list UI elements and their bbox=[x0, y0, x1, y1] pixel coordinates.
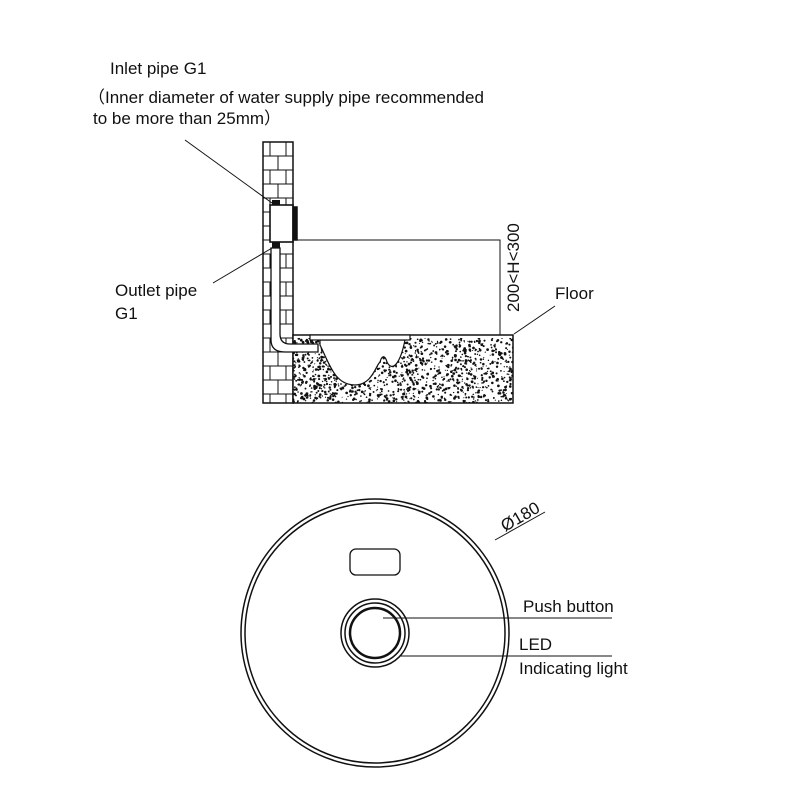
inlet-note-line1: （Inner diameter of water supply pipe rec… bbox=[88, 88, 484, 107]
inlet-note-line2: to be more than 25mm） bbox=[93, 109, 281, 128]
inlet-title: Inlet pipe G1 bbox=[110, 59, 206, 78]
led-label-line1: LED bbox=[519, 635, 552, 654]
outlet-joint bbox=[272, 242, 280, 248]
floor-label: Floor bbox=[555, 284, 594, 303]
side-view bbox=[184, 139, 556, 404]
sensor-window bbox=[349, 548, 401, 576]
drain-cavity bbox=[319, 339, 406, 386]
front-view bbox=[240, 498, 612, 768]
led-ring-inner bbox=[344, 602, 406, 664]
push-button-label: Push button bbox=[523, 597, 614, 616]
inlet-leader-line bbox=[184, 139, 273, 204]
push-button bbox=[348, 606, 402, 660]
floor-leader-line bbox=[513, 305, 556, 335]
led-label-line2: Indicating light bbox=[519, 659, 628, 678]
cover-plate bbox=[292, 206, 298, 241]
height-dimension-line bbox=[297, 239, 501, 335]
diameter-label: Ø180 bbox=[498, 498, 544, 535]
led-ring-outer bbox=[340, 598, 410, 668]
valve-box bbox=[269, 204, 294, 243]
concrete-floor bbox=[292, 334, 514, 404]
outer-rim bbox=[240, 498, 510, 768]
outlet-pipe bbox=[270, 247, 319, 353]
outlet-label-line2: G1 bbox=[115, 304, 138, 323]
drain-plate bbox=[309, 334, 411, 341]
outlet-leader-line bbox=[212, 247, 273, 284]
inner-rim bbox=[244, 502, 506, 764]
diameter-leader bbox=[494, 511, 546, 541]
outlet-label-line1: Outlet pipe bbox=[115, 281, 197, 300]
inlet-joint bbox=[272, 200, 280, 205]
height-range-label: 200<H<300 bbox=[504, 223, 523, 312]
